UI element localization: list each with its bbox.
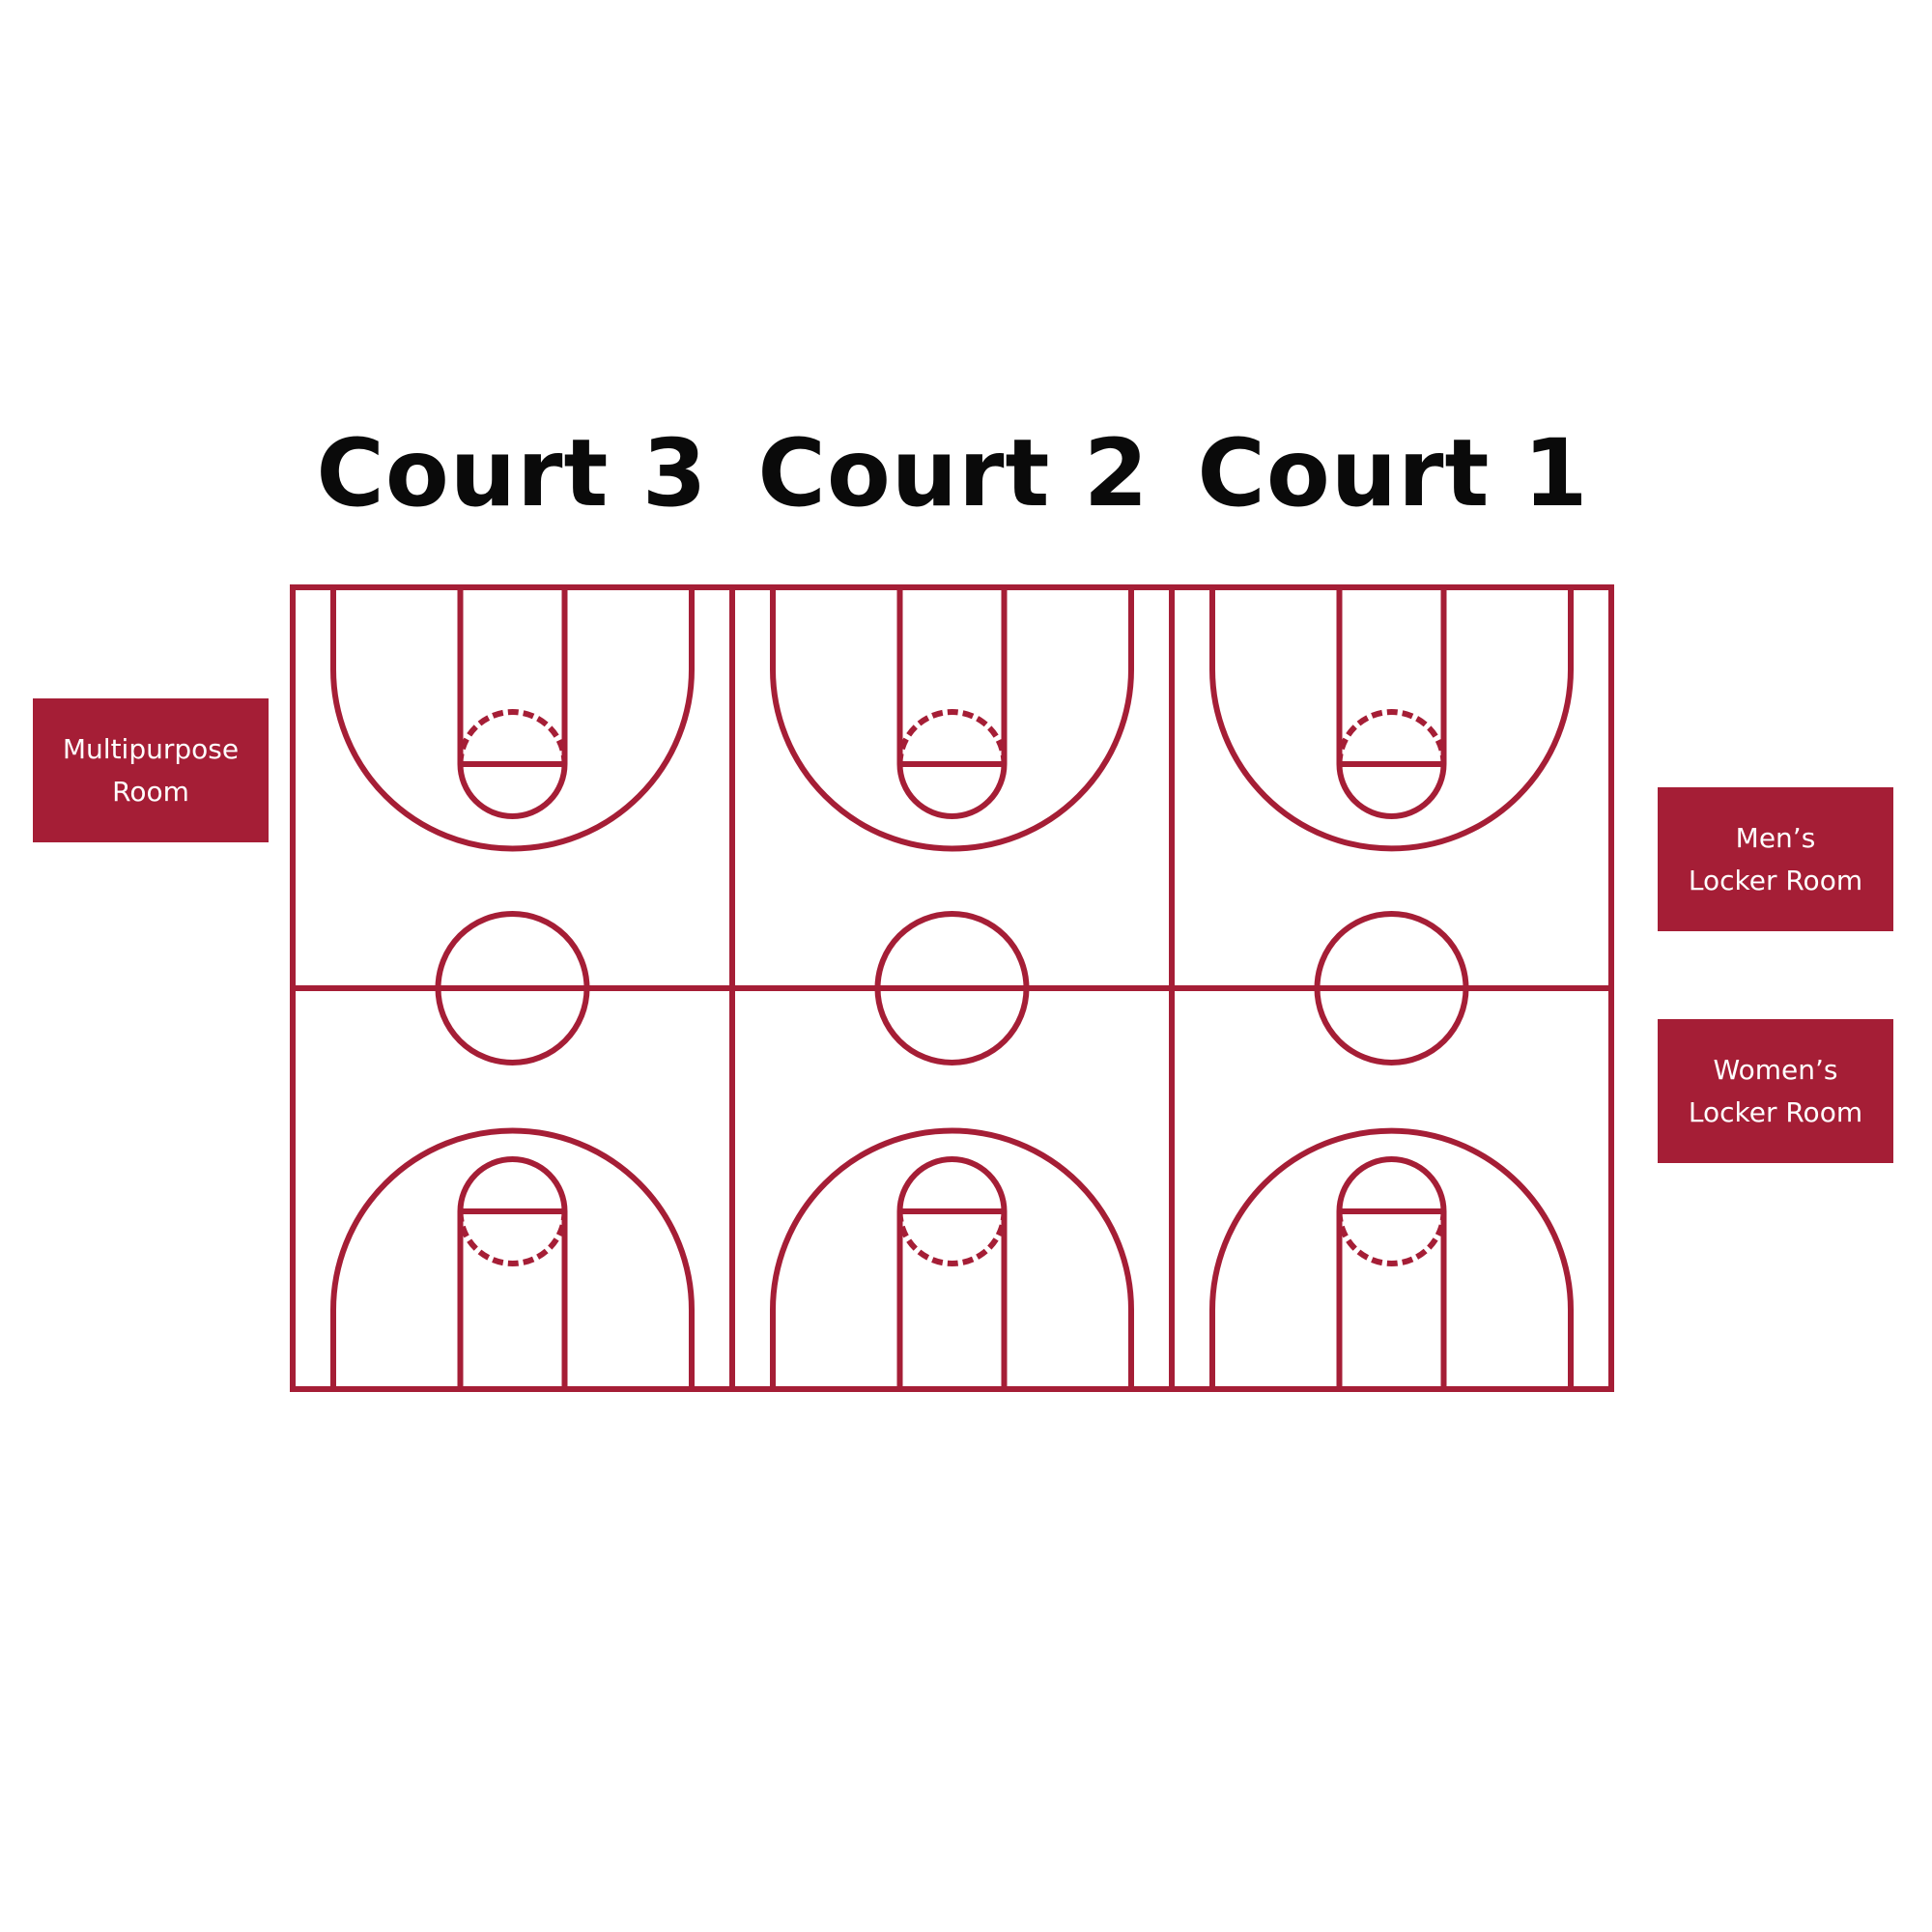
court-1-free-throw-arc-dashed-top <box>1336 709 1447 765</box>
court-1-lane-top <box>1336 587 1447 764</box>
mens-locker-room-label-line1: Men’s <box>1735 821 1816 854</box>
court-2-free-throw-arc-dashed-bottom <box>896 1210 1008 1266</box>
courts-layer <box>290 584 1614 1392</box>
multipurpose-room-label-line1: Multipurpose <box>62 732 240 765</box>
court-1-free-throw-circle-bottom <box>1336 1156 1447 1212</box>
mens-locker-room[interactable]: Men’s Locker Room <box>1658 787 1893 931</box>
court-3-label: Court 3 <box>316 419 708 527</box>
womens-locker-room-label-line1: Women’s <box>1713 1053 1838 1086</box>
court-1-three-point-line-bottom <box>1209 1127 1574 1389</box>
court-2-lane-bottom <box>896 1211 1008 1389</box>
court-3-center-circle <box>435 911 590 1065</box>
womens-locker-room-label-line2: Locker Room <box>1688 1095 1863 1128</box>
court-3-free-throw-arc-dashed-bottom <box>457 1210 568 1266</box>
court-1-free-throw-arc-dashed-bottom <box>1336 1210 1447 1266</box>
court-3-lane-bottom <box>457 1211 568 1389</box>
court-1-label: Court 1 <box>1197 419 1589 527</box>
court-3-lane-top <box>457 587 568 764</box>
court-2-free-throw-circle-top <box>896 763 1008 819</box>
court-2-free-throw-circle-bottom <box>896 1156 1008 1212</box>
court-1-lane-bottom <box>1336 1211 1447 1389</box>
womens-locker-room[interactable]: Women’s Locker Room <box>1658 1019 1893 1163</box>
court-3-free-throw-circle-top <box>457 763 568 819</box>
multipurpose-room-label-line2: Room <box>112 775 189 808</box>
court-1-three-point-line-top <box>1209 587 1574 852</box>
court-2-free-throw-arc-dashed-top <box>896 709 1008 765</box>
court-3-free-throw-arc-dashed-top <box>457 709 568 765</box>
court-2-label: Court 2 <box>757 419 1150 527</box>
court-1-free-throw-circle-top <box>1336 763 1447 819</box>
court-2-three-point-line-bottom <box>770 1127 1134 1389</box>
court-3-free-throw-circle-bottom <box>457 1156 568 1212</box>
mens-locker-room-label-line2: Locker Room <box>1688 864 1863 896</box>
court-1-center-circle <box>1314 911 1469 1065</box>
court-3-three-point-line-bottom <box>330 1127 695 1389</box>
court-2-lane-top <box>896 587 1008 764</box>
court-2-center-circle <box>874 911 1030 1065</box>
court-2-three-point-line-top <box>770 587 1134 852</box>
multipurpose-room[interactable]: Multipurpose Room <box>33 698 269 842</box>
court-3-three-point-line-top <box>330 587 695 852</box>
